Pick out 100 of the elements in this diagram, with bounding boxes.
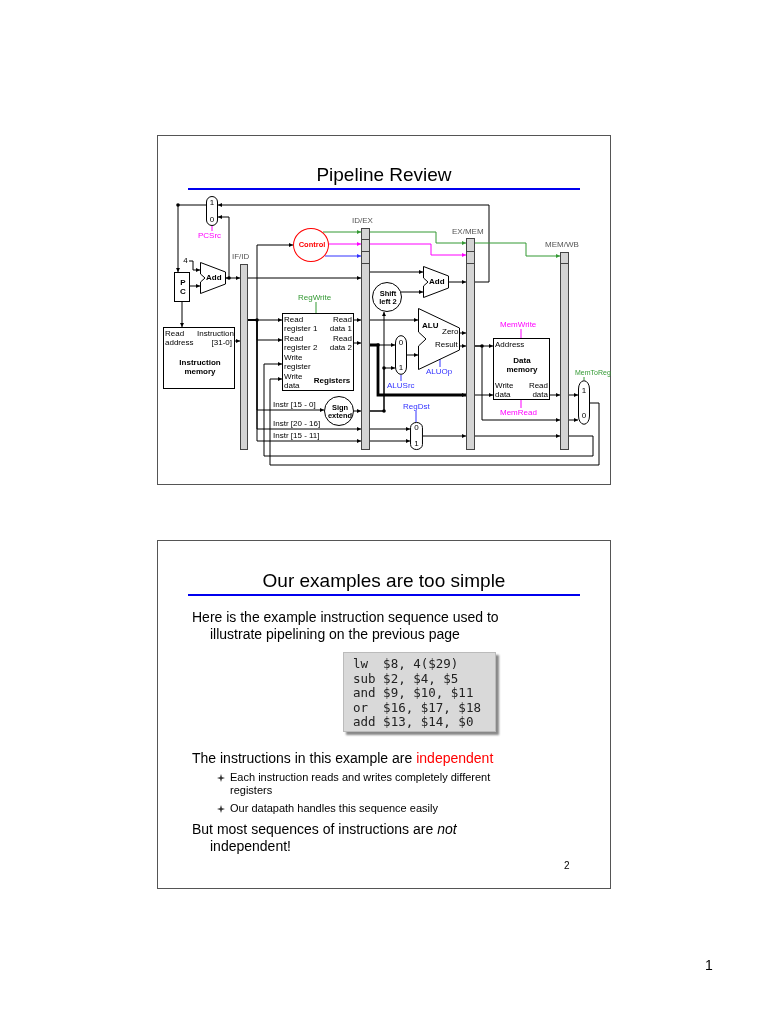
port-label: Read data 1 — [328, 315, 352, 333]
port-label: Zero — [442, 327, 460, 336]
connector-arrow — [263, 362, 594, 457]
stage-label: IF/ID — [232, 252, 250, 261]
mux-input-label: 0 — [208, 215, 216, 224]
connector-arrow — [474, 242, 561, 258]
pipeline-register-bar — [361, 228, 370, 450]
signal-label: MemWrite — [500, 320, 537, 329]
connector-arrow — [353, 409, 362, 413]
pipeline-register-bar — [466, 238, 475, 450]
pipeline-register-bar — [240, 264, 248, 450]
signal-label: PCSrc — [198, 231, 222, 240]
highlighted-word: independent — [416, 750, 494, 767]
connector-arrow — [324, 254, 362, 258]
connector-arrow — [369, 366, 396, 412]
page-number: 1 — [705, 957, 713, 974]
connector-arrow — [459, 344, 467, 348]
port-label: Address — [495, 340, 526, 349]
port-label: Instruction [31-0] — [197, 329, 232, 347]
slide-title: Our examples are too simple — [261, 569, 507, 593]
bullet-text: Our datapath handles this sequence easily — [230, 802, 439, 815]
connector-arrow — [369, 318, 419, 322]
connector-arrow — [322, 230, 362, 234]
connector-arrow — [369, 270, 424, 274]
code-line: add $13, $14, $0 — [353, 715, 474, 729]
connector-arrow — [188, 260, 201, 272]
function-unit-ellipse — [324, 396, 354, 426]
code-line: lw $8, 4($29) — [353, 657, 459, 671]
bullet-text: Each instruction reads and writes completely different registers — [230, 771, 492, 797]
code-line: and $9, $10, $11 — [353, 686, 474, 700]
port-label: Write data — [284, 372, 304, 390]
connector-arrow — [474, 393, 494, 397]
mux-input-label: 1 — [413, 439, 420, 448]
port-label: Read address — [165, 329, 195, 347]
port-label: Write data — [495, 381, 515, 399]
code-line: sub $2, $4, $5 — [353, 671, 459, 686]
data-memory-block — [493, 338, 550, 400]
signal-label: RegWrite — [298, 293, 332, 302]
mux-input-label: 0 — [580, 411, 588, 420]
connector-arrow — [189, 284, 201, 288]
edge-label: Instr [15 - 11] — [272, 431, 321, 440]
block-label: P C — [179, 278, 187, 296]
block-label: ALU — [422, 321, 440, 330]
connector-arrow — [459, 331, 467, 335]
block-label: Instruction memory — [178, 358, 222, 376]
connector-arrow — [176, 204, 207, 273]
connector-arrow — [448, 280, 467, 284]
connector-arrow — [369, 231, 467, 245]
port-label: Read register 1 — [284, 315, 319, 333]
function-unit-ellipse — [372, 282, 402, 312]
port-label: Read register 2 — [284, 334, 319, 352]
mux-input-label: 1 — [397, 363, 405, 372]
port-label: Read data — [527, 381, 548, 399]
connector-arrow — [474, 345, 561, 422]
block-label: Data memory — [505, 356, 539, 374]
pc-register-box — [174, 272, 190, 302]
slide-number: 2 — [564, 860, 570, 872]
stage-label: MEM/WB — [545, 240, 579, 249]
port-label: Read data 2 — [328, 334, 352, 352]
signal-label: ALUOp — [426, 367, 453, 376]
connector-arrow — [180, 301, 184, 328]
port-label: 4 — [182, 256, 189, 265]
connector-arrow — [247, 276, 362, 280]
connector-arrow — [217, 203, 490, 283]
connector-arrow — [549, 393, 561, 397]
connector-arrow — [370, 343, 466, 397]
connector-arrow — [400, 290, 424, 294]
stage-label: ID/EX — [352, 216, 373, 225]
port-label: Write register — [284, 353, 312, 371]
control-unit-ellipse — [293, 228, 329, 262]
connector-arrow — [234, 339, 241, 343]
connector-arrow — [422, 434, 467, 438]
body-text: The instructions in this example are — [192, 750, 413, 767]
signal-label: MemRead — [500, 408, 537, 417]
register-file-block — [282, 313, 354, 391]
connector-arrow — [328, 242, 362, 246]
connector-arrow — [406, 353, 419, 357]
signal-label: ALUSrc — [387, 381, 415, 390]
connector-arrow — [568, 418, 579, 422]
stage-label: EX/MEM — [452, 227, 484, 236]
body-text: But most sequences of instructions are not independent! — [192, 821, 458, 855]
code-line: or $16, $17, $18 — [353, 700, 481, 715]
pipeline-register-bar — [560, 252, 569, 450]
connector-arrow — [369, 243, 467, 257]
edge-label: Instr [15 - 0] — [272, 400, 317, 409]
code-listing-box — [343, 652, 496, 732]
block-label: Add — [206, 273, 223, 282]
connector-arrow — [474, 434, 561, 438]
port-label: Result — [435, 340, 459, 349]
connector-arrow — [369, 427, 411, 431]
mux-input-label: 1 — [580, 386, 588, 395]
body-text: Here is the example instruction sequence used to illustrate pipelining on the previous page — [192, 609, 500, 643]
instruction-memory-block — [163, 327, 235, 389]
connector-arrow — [353, 341, 362, 345]
mux-input-label: 1 — [208, 198, 216, 207]
block-label: Registers — [312, 376, 352, 385]
connector-arrow — [369, 439, 411, 443]
mux-input-label: 0 — [397, 338, 405, 347]
edge-label: Instr [20 - 16] — [272, 419, 322, 428]
connector-arrow — [568, 393, 579, 397]
